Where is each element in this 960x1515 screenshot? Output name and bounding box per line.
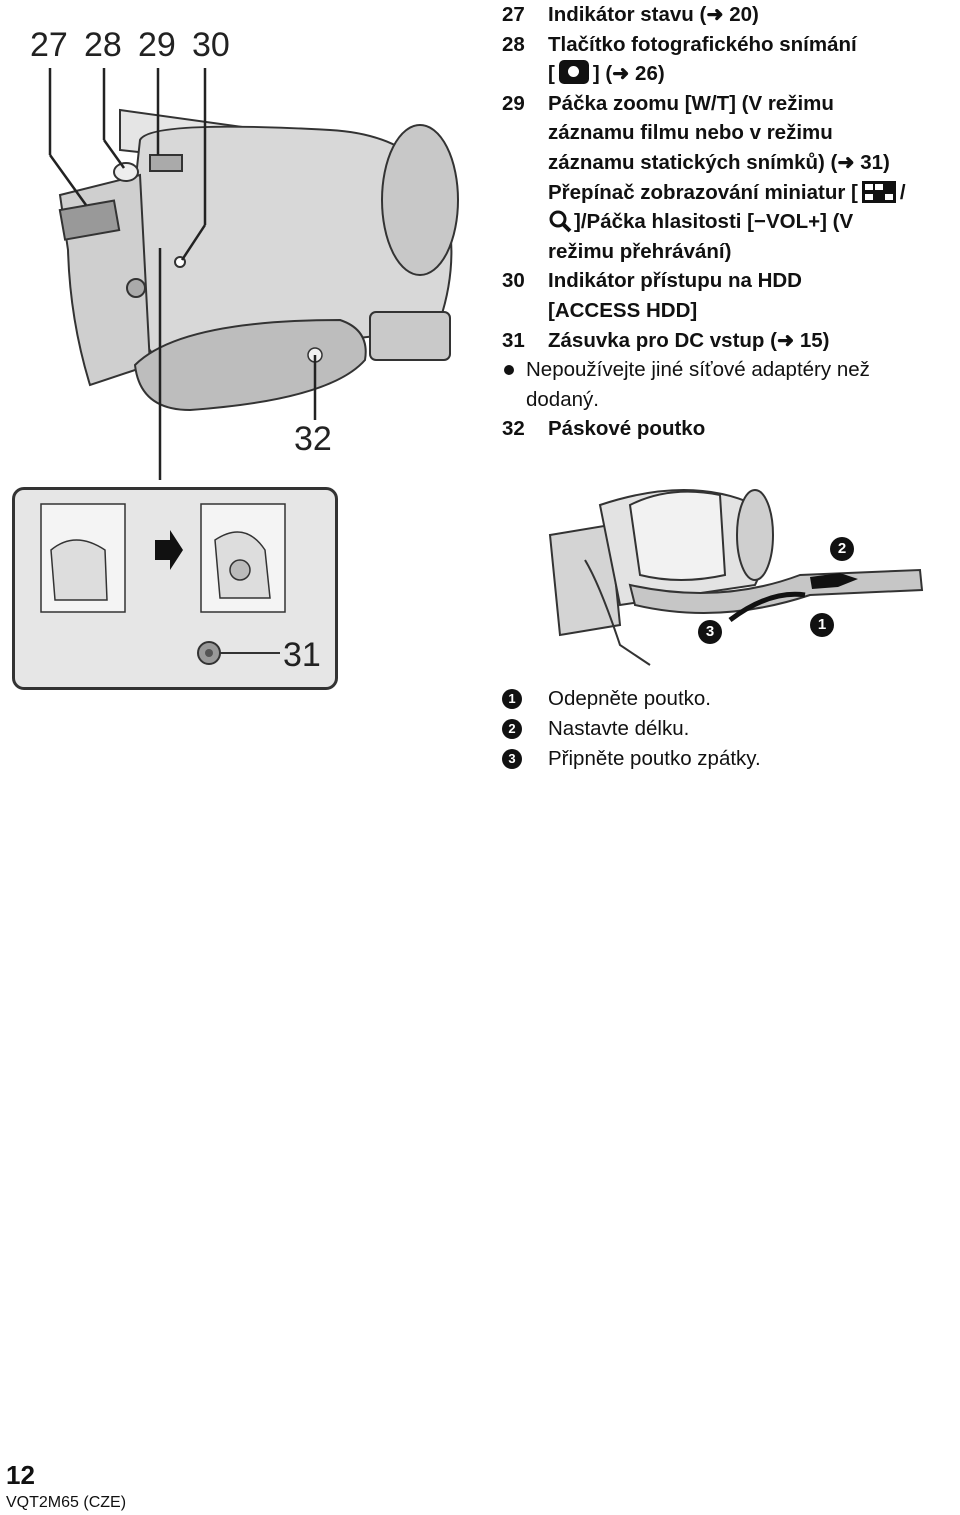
part-description: Páskové poutko xyxy=(548,417,706,441)
step-mark: 2 xyxy=(502,719,522,739)
zoom-magnifier-icon xyxy=(549,210,572,233)
thumbnail-grid-icon xyxy=(861,180,896,203)
bullet-dot xyxy=(504,365,514,376)
step-text: Odepněte poutko. xyxy=(548,687,711,710)
step-mark: 3 xyxy=(502,749,522,769)
part-description-line4: Přepínač zobrazování miniatur [/ xyxy=(548,180,906,204)
part-number: 28 xyxy=(502,32,525,56)
part-description: Tlačítko fotografického snímání xyxy=(548,32,857,56)
part-29: 29 Páčka zoomu [W/T] (V režimu záznamu f… xyxy=(502,89,952,267)
part-description: Indikátor přístupu na HDD xyxy=(548,269,802,293)
part-28: 28 Tlačítko fotografického snímání [] (➜… xyxy=(502,30,952,89)
part-31: 31 Zásuvka pro DC vstup (➜ 15) xyxy=(502,326,952,356)
part-number: 30 xyxy=(502,269,525,293)
camcorder-drawing xyxy=(48,68,459,487)
camera-icon xyxy=(558,60,589,85)
part-32: 32 Páskové poutko xyxy=(502,414,952,444)
part-number: 27 xyxy=(502,3,525,26)
strap-mark-1: 1 xyxy=(810,613,834,637)
note-line1: Nepoužívejte jiné síťové adaptéry než xyxy=(526,358,870,382)
callout-31: 31 xyxy=(283,636,321,674)
callout-28: 28 xyxy=(84,26,122,64)
callout-29: 29 xyxy=(138,26,176,64)
part-number: 32 xyxy=(502,417,525,441)
strap-mark-3: 3 xyxy=(698,620,722,644)
part-description-line2: [ACCESS HDD] xyxy=(548,298,698,322)
step-text: Nastavte délku. xyxy=(548,717,690,740)
part-description-line2: záznamu filmu nebo v režimu xyxy=(548,121,833,145)
step-3: 3 Připněte poutko zpátky. xyxy=(502,744,761,774)
part-description: Páčka zoomu [W/T] (V režimu xyxy=(548,91,834,115)
camcorder-illustration: 27 28 29 30 32 xyxy=(0,0,500,487)
parts-list: 27 Indikátor stavu (➜ 20) 28 Tlačítko fo… xyxy=(502,0,952,444)
callout-30: 30 xyxy=(192,26,230,64)
part-number: 31 xyxy=(502,328,525,352)
strap-mark-2: 2 xyxy=(830,537,854,561)
callout-27: 27 xyxy=(30,26,68,64)
part-30: 30 Indikátor přístupu na HDD [ACCESS HDD… xyxy=(502,266,952,325)
part-description-line6: režimu přehrávání) xyxy=(548,239,732,263)
step-2: 2 Nastavte délku. xyxy=(502,714,761,744)
part-description-line3: záznamu statických snímků) (➜ 31) xyxy=(548,150,890,174)
note-bullet: Nepoužívejte jiné síťové adaptéry než do… xyxy=(502,355,952,414)
strap-adjust-illustration: 2 1 3 xyxy=(540,465,940,675)
step-text: Připněte poutko zpátky. xyxy=(548,747,761,770)
step-1: 1 Odepněte poutko. xyxy=(502,684,761,714)
part-27: 27 Indikátor stavu (➜ 20) xyxy=(502,0,952,30)
strap-steps: 1 Odepněte poutko. 2 Nastavte délku. 3 P… xyxy=(502,684,761,774)
note-line2: dodaný. xyxy=(526,387,599,411)
dc-input-drawing xyxy=(40,503,286,665)
document-code: VQT2M65 (CZE) xyxy=(6,1494,127,1511)
dc-input-inset: 31 xyxy=(12,487,338,690)
part-description-line5: ]/Páčka hlasitosti [−VOL+] (V xyxy=(548,207,952,237)
step-mark: 1 xyxy=(502,689,522,709)
part-description: Indikátor stavu (➜ 20) xyxy=(548,3,759,26)
strap-adjust-drawing xyxy=(548,489,924,666)
part-description: Zásuvka pro DC vstup (➜ 15) xyxy=(548,328,830,352)
callout-32: 32 xyxy=(294,420,332,458)
page-number: 12 xyxy=(6,1460,35,1490)
arrow-right-icon xyxy=(155,530,183,570)
part-number: 29 xyxy=(502,91,525,115)
part-description-line2: [] (➜ 26) xyxy=(548,60,665,86)
